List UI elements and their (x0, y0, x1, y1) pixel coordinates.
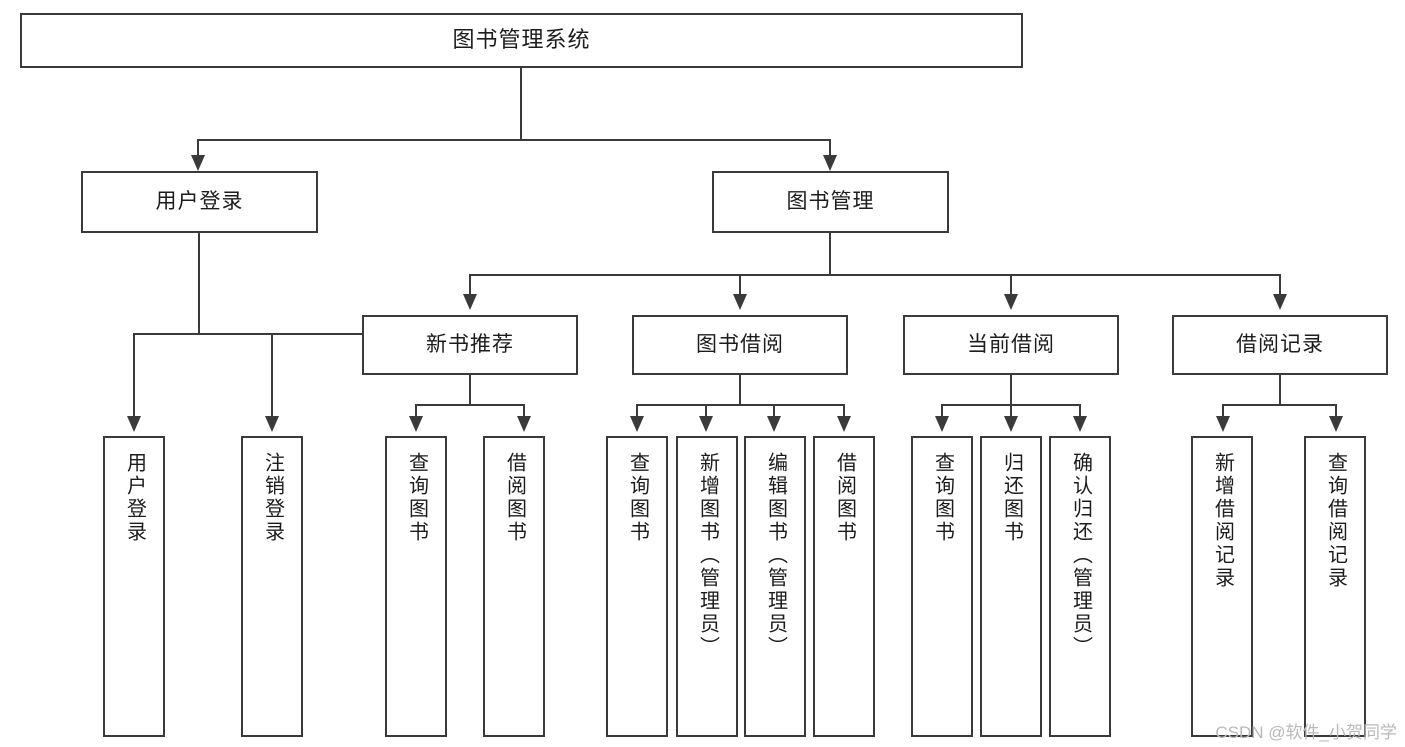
leaf-label: 查询借阅记录 (1324, 452, 1347, 590)
leaf-book-borrow-borrow-book[interactable]: 借阅图书 (813, 436, 875, 737)
arrowhead-new-book-recommend (463, 294, 477, 310)
leaf-label: 查询图书 (405, 452, 428, 544)
connector-bb-leaf1 (636, 404, 638, 420)
node-label: 图书借阅 (696, 333, 784, 357)
connector-to-current-borrow (1010, 274, 1012, 300)
arrowhead-borrow-record (1273, 294, 1287, 310)
leaf-borrow-record-add-record[interactable]: 新增借阅记录 (1191, 436, 1253, 737)
leaf-current-borrow-return-book[interactable]: 归还图书 (980, 436, 1042, 737)
connector-br-leaf2 (1335, 404, 1337, 420)
node-book-borrow[interactable]: 图书借阅 (632, 315, 848, 375)
node-label: 借阅记录 (1236, 333, 1324, 357)
connector-nbr-leaf1 (415, 404, 417, 420)
connector-level3-bus (469, 274, 1280, 276)
node-borrow-record[interactable]: 借阅记录 (1172, 315, 1388, 375)
leaf-current-borrow-confirm-return-admin[interactable]: 确认归还（管理员） (1049, 436, 1111, 737)
leaf-current-borrow-query-book[interactable]: 查询图书 (911, 436, 973, 737)
connector-cb-leaf3 (1079, 404, 1081, 420)
connector-book-borrow-stem (739, 375, 741, 405)
connector-to-new-book-recommend (469, 274, 471, 300)
node-user-login[interactable]: 用户登录 (81, 171, 318, 233)
connector-to-book-borrow (739, 274, 741, 300)
arrowhead-cb-leaf1 (935, 416, 949, 432)
node-label: 新书推荐 (426, 333, 514, 357)
leaf-label: 借阅图书 (503, 452, 526, 544)
arrowhead-user-login (191, 155, 205, 171)
leaf-label: 归还图书 (1000, 452, 1023, 544)
connector-book-management-stem (829, 233, 831, 275)
leaf-book-borrow-edit-book-admin[interactable]: 编辑图书（管理员） (744, 436, 806, 737)
node-current-borrow[interactable]: 当前借阅 (903, 315, 1119, 375)
arrowhead-nbr-leaf1 (409, 416, 423, 432)
arrowhead-bb-leaf4 (837, 416, 851, 432)
connector-level2-bus (197, 139, 831, 141)
arrowhead-bb-leaf2 (699, 416, 713, 432)
csdn-watermark: CSDN @软件_小贺同学 (1215, 723, 1397, 742)
arrowhead-br-leaf2 (1329, 416, 1343, 432)
leaf-label: 查询图书 (626, 452, 649, 544)
arrowhead-cb-leaf3 (1073, 416, 1087, 432)
connector-new-book-recommend-bus (415, 404, 525, 406)
arrowhead-user-login-leaf2 (265, 416, 279, 432)
connector-user-login-stem (198, 233, 200, 334)
leaf-label: 编辑图书（管理员） (764, 452, 787, 659)
connector-borrow-record-bus (1222, 404, 1337, 406)
leaf-label: 用户登录 (123, 452, 146, 544)
node-root-book-management-system[interactable]: 图书管理系统 (20, 13, 1023, 68)
arrowhead-bb-leaf1 (630, 416, 644, 432)
arrowhead-bb-leaf3 (767, 416, 781, 432)
connector-bb-leaf4 (843, 404, 845, 420)
connector-user-login-leaf2 (271, 333, 273, 420)
arrowhead-br-leaf1 (1216, 416, 1230, 432)
node-label: 图书管理 (786, 190, 875, 214)
connector-to-book-management (829, 139, 831, 161)
leaf-label: 确认归还（管理员） (1069, 452, 1092, 659)
connector-to-borrow-record (1279, 274, 1281, 300)
node-book-management[interactable]: 图书管理 (712, 171, 949, 233)
connector-current-borrow-stem (1010, 375, 1012, 405)
connector-user-login-bus (133, 333, 403, 335)
arrowhead-book-management (823, 155, 837, 171)
leaf-book-borrow-query-book[interactable]: 查询图书 (606, 436, 668, 737)
connector-bb-leaf3 (773, 404, 775, 420)
connector-to-user-login (197, 139, 199, 161)
connector-bb-leaf2 (705, 404, 707, 420)
leaf-label: 新增图书（管理员） (696, 452, 719, 659)
node-label: 图书管理系统 (452, 27, 591, 53)
leaf-book-borrow-add-book-admin[interactable]: 新增图书（管理员） (676, 436, 738, 737)
node-new-book-recommend[interactable]: 新书推荐 (362, 315, 578, 375)
leaf-label: 注销登录 (261, 452, 284, 544)
arrowhead-current-borrow (1004, 294, 1018, 310)
connector-new-book-recommend-stem (469, 375, 471, 405)
connector-book-borrow-bus (636, 404, 845, 406)
arrowhead-user-login-leaf1 (127, 416, 141, 432)
leaf-label: 查询图书 (931, 452, 954, 544)
leaf-new-book-borrow-book[interactable]: 借阅图书 (483, 436, 545, 737)
connector-borrow-record-stem (1279, 375, 1281, 405)
leaf-borrow-record-query-record[interactable]: 查询借阅记录 (1304, 436, 1366, 737)
leaf-new-book-query-book[interactable]: 查询图书 (385, 436, 447, 737)
connector-nbr-leaf2 (523, 404, 525, 420)
arrowhead-book-borrow (733, 294, 747, 310)
connector-br-leaf1 (1222, 404, 1224, 420)
connector-user-login-leaf1 (133, 333, 135, 420)
leaf-label: 借阅图书 (833, 452, 856, 544)
node-label: 当前借阅 (967, 333, 1055, 357)
arrowhead-nbr-leaf2 (517, 416, 531, 432)
connector-cb-leaf2 (1010, 404, 1012, 420)
leaf-label: 新增借阅记录 (1211, 452, 1234, 590)
node-label: 用户登录 (155, 190, 244, 214)
connector-cb-leaf1 (941, 404, 943, 420)
leaf-user-login-login[interactable]: 用户登录 (103, 436, 165, 737)
arrowhead-cb-leaf2 (1004, 416, 1018, 432)
leaf-user-login-logout[interactable]: 注销登录 (241, 436, 303, 737)
connector-root-stem (520, 68, 522, 140)
